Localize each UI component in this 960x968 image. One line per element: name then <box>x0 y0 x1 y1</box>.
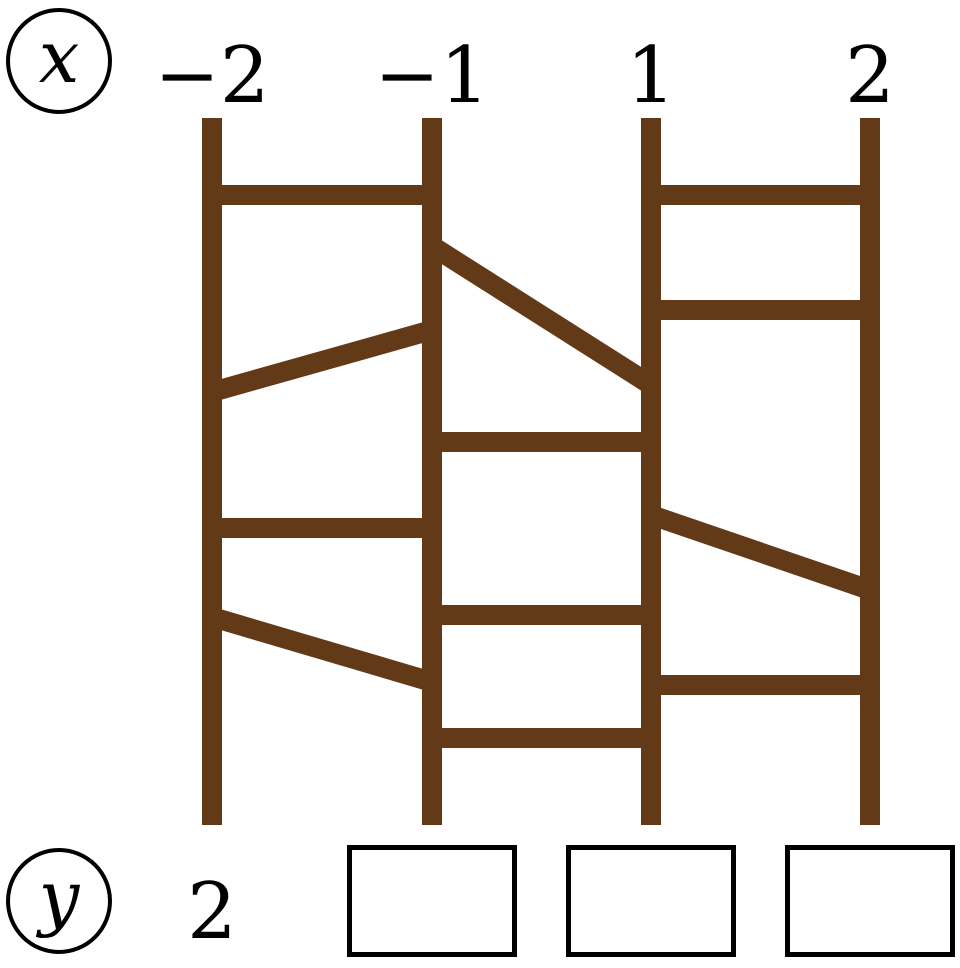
answer-box-2[interactable] <box>566 845 736 957</box>
top-label-1: −2 <box>154 31 270 121</box>
ladder-rung-4 <box>209 607 435 692</box>
ladder-rung-5 <box>426 237 657 394</box>
ladder-rung-11 <box>647 505 874 600</box>
bottom-given-value: 2 <box>187 867 237 957</box>
top-label-2: −1 <box>374 31 490 121</box>
ladder-rung-2 <box>209 320 435 402</box>
y-variable-circle: y <box>6 848 112 954</box>
x-variable-circle: x <box>6 8 112 114</box>
top-label-4: 2 <box>845 31 895 121</box>
top-label-3: 1 <box>626 31 676 121</box>
answer-box-3[interactable] <box>785 845 955 957</box>
answer-box-1[interactable] <box>347 845 517 957</box>
